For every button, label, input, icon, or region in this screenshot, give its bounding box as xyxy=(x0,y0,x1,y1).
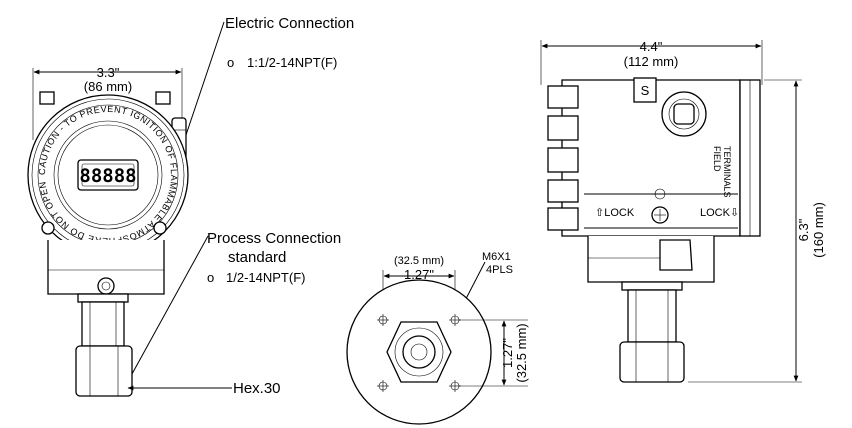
fin-4 xyxy=(547,179,579,203)
side-width-mm: (112 mm) xyxy=(624,54,679,69)
process-title-2: standard xyxy=(228,249,286,266)
hex-label: Hex.30 xyxy=(233,380,281,397)
process-bullet: o xyxy=(207,270,214,285)
side-width-in: 4.4" xyxy=(640,39,663,54)
flange-top-mm: (32.5 mm) xyxy=(394,255,444,267)
flange-port xyxy=(402,335,436,369)
flange-view: (32.5 mm) 1.27" M6X1 4PLS 1.27" (32.5 mm… xyxy=(346,251,529,425)
side-view: 4.4" (112 mm) S FIELD TERMINALS ⇧LOCK LO… xyxy=(540,39,826,383)
fin-3 xyxy=(547,147,579,173)
side-stem xyxy=(627,289,677,343)
fin-2 xyxy=(547,115,579,141)
lock-screw-left xyxy=(41,221,55,235)
front-width-mm: (86 mm) xyxy=(84,79,132,94)
bolt-label-1: M6X1 xyxy=(482,251,511,263)
process-leader xyxy=(131,235,209,375)
process-title-1: Process Connection xyxy=(207,230,341,247)
flange-side-mm: (32.5 mm) xyxy=(514,323,529,382)
stem xyxy=(81,301,125,347)
top-nut-right xyxy=(155,91,171,105)
side-collar xyxy=(621,281,683,291)
fin-5 xyxy=(547,207,579,231)
switch-box xyxy=(633,77,657,103)
lcd-display xyxy=(77,159,139,191)
neck-block xyxy=(659,239,693,271)
vent-screw xyxy=(97,277,115,295)
side-neck xyxy=(587,236,715,283)
electric-title: Electric Connection xyxy=(225,15,354,32)
flange-side-in: 1.27" xyxy=(500,338,515,368)
fin-1 xyxy=(547,85,579,109)
side-hex xyxy=(619,341,685,383)
lock-left: ⇧LOCK xyxy=(595,207,635,219)
lock-right: LOCK⇩ xyxy=(700,207,739,219)
window-ring xyxy=(53,120,163,230)
lock-screw-right xyxy=(153,221,167,235)
flange-top-in: 1.27" xyxy=(404,267,434,282)
top-nut-left xyxy=(39,91,55,105)
electric-spec: 1:1/2-14NPT(F) xyxy=(247,55,337,70)
field-label-2: TERMINALS xyxy=(722,146,732,198)
field-label-1: FIELD xyxy=(712,146,722,172)
callouts: Electric Connection o 1:1/2-14NPT(F) Pro… xyxy=(127,15,354,397)
front-width-in: 3.3" xyxy=(97,65,120,80)
stem-collar xyxy=(77,293,129,303)
side-height-mm: (160 mm) xyxy=(811,202,826,258)
electric-leader xyxy=(185,21,225,136)
process-spec: 1/2-14NPT(F) xyxy=(226,270,305,285)
electric-bullet: o xyxy=(227,55,234,70)
switch-label: S xyxy=(641,83,650,98)
lcd-digits: 88888 xyxy=(79,165,136,187)
ground-screw-top xyxy=(654,188,666,200)
front-view: 3.3" (86 mm) CAUTION - TO PREVENT IGNITI… xyxy=(0,0,189,397)
hex-fitting xyxy=(75,345,133,397)
side-height-in: 6.3" xyxy=(796,218,811,241)
bolt-label-2: 4PLS xyxy=(486,264,513,276)
